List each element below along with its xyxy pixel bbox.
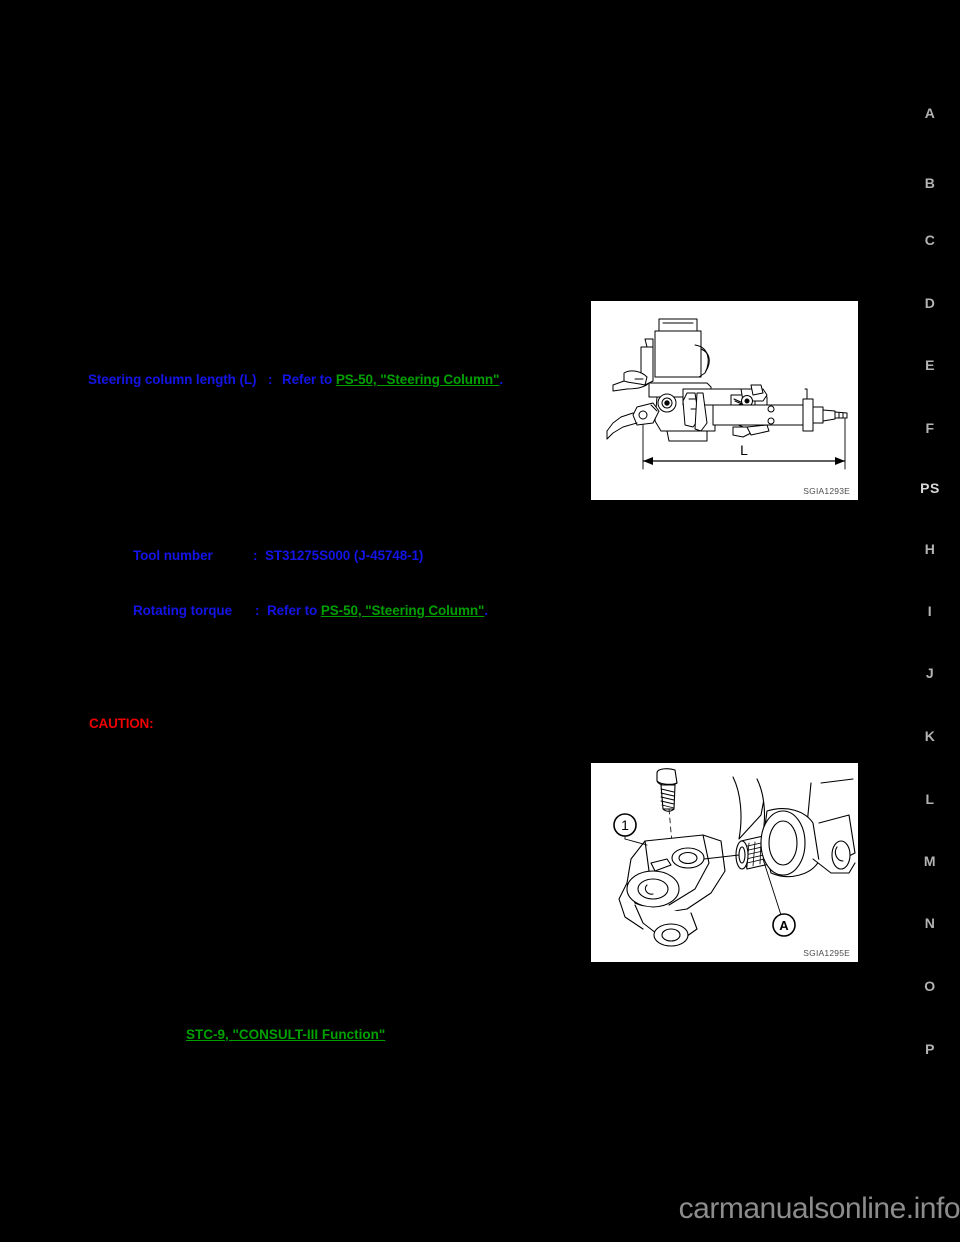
spec-value-tool-number: ST31275S000 (J-45748-1)	[265, 548, 424, 563]
tab-item-j[interactable]: J	[925, 665, 935, 681]
figure-joint-bolt-alignment: 1 A SGIA1295E	[588, 760, 861, 965]
refer-to-prefix-column-length: Refer to	[282, 372, 333, 387]
tab-item-f[interactable]: F	[925, 420, 935, 436]
spec-separator-column-length: :	[268, 372, 273, 387]
tab-item-l[interactable]: L	[925, 791, 935, 807]
tab-item-o[interactable]: O	[924, 978, 936, 994]
link-consult-iii-function[interactable]: STC-9, "CONSULT-III Function"	[186, 1027, 386, 1042]
tab-item-n[interactable]: N	[924, 915, 936, 931]
tab-item-h[interactable]: H	[924, 541, 936, 557]
figure-caption-sgia1295e: SGIA1295E	[803, 948, 850, 958]
spec-suffix-rotating-torque: .	[484, 603, 488, 618]
tab-item-p[interactable]: P	[925, 1041, 935, 1057]
link-steering-column-ps50-torque[interactable]: PS-50, "Steering Column"	[320, 603, 485, 618]
tab-item-m[interactable]: M	[923, 853, 937, 869]
tab-item-d[interactable]: D	[924, 295, 936, 311]
spec-label-tool-number: Tool number	[133, 548, 213, 563]
spec-value-rotating-torque: Refer to PS-50, "Steering Column".	[267, 602, 488, 619]
callout-number-1: 1	[613, 813, 637, 837]
tab-item-e[interactable]: E	[925, 357, 935, 373]
tab-item-ps[interactable]: PS	[920, 480, 940, 496]
spec-row-column-length: Steering column length (L): Refer to PS-5…	[88, 371, 568, 388]
steering-column-illustration: L	[606, 318, 848, 470]
spec-label-column-length: Steering column length (L)	[88, 372, 257, 387]
spec-row-tool-number: Tool number: ST31275S000 (J-45748-1)	[133, 547, 423, 564]
spec-separator-tool-number: :	[253, 548, 258, 563]
watermark-text: carmanualsonline.info	[678, 1192, 960, 1225]
spec-label-rotating-torque: Rotating torque	[133, 603, 232, 618]
footer-watermark-bar: carmanualsonline.info	[0, 1186, 960, 1242]
tab-item-b[interactable]: B	[924, 175, 936, 191]
spec-value-column-length: Refer to PS-50, "Steering Column".	[282, 371, 503, 388]
spec-separator-rotating-torque: :	[255, 603, 260, 618]
caution-heading: CAUTION:	[89, 716, 154, 731]
figure-caption-sgia1293e: SGIA1293E	[803, 486, 850, 496]
joint-bolt-illustration: 1 A	[613, 768, 856, 947]
tab-item-i[interactable]: I	[927, 603, 933, 619]
figure-steering-column-assembly: L SGIA1293E	[588, 298, 861, 503]
link-steering-column-ps50-length[interactable]: PS-50, "Steering Column"	[335, 372, 500, 387]
callout-letter-a: A	[772, 913, 796, 937]
tab-item-a[interactable]: A	[924, 105, 936, 121]
svg-text:1: 1	[621, 817, 629, 833]
tab-item-k[interactable]: K	[924, 728, 936, 744]
consult-reference-row: STC-9, "CONSULT-III Function"	[186, 1027, 385, 1042]
refer-to-prefix-rotating-torque: Refer to	[267, 603, 318, 618]
section-tab-index: A B C D E F PS H I J K L M N O P	[900, 0, 960, 1242]
spec-suffix-column-length: .	[499, 372, 503, 387]
svg-text:L: L	[740, 442, 748, 458]
svg-text:A: A	[779, 918, 789, 933]
spec-row-rotating-torque: Rotating torque: Refer to PS-50, "Steerin…	[133, 602, 488, 619]
tab-item-c[interactable]: C	[924, 232, 936, 248]
